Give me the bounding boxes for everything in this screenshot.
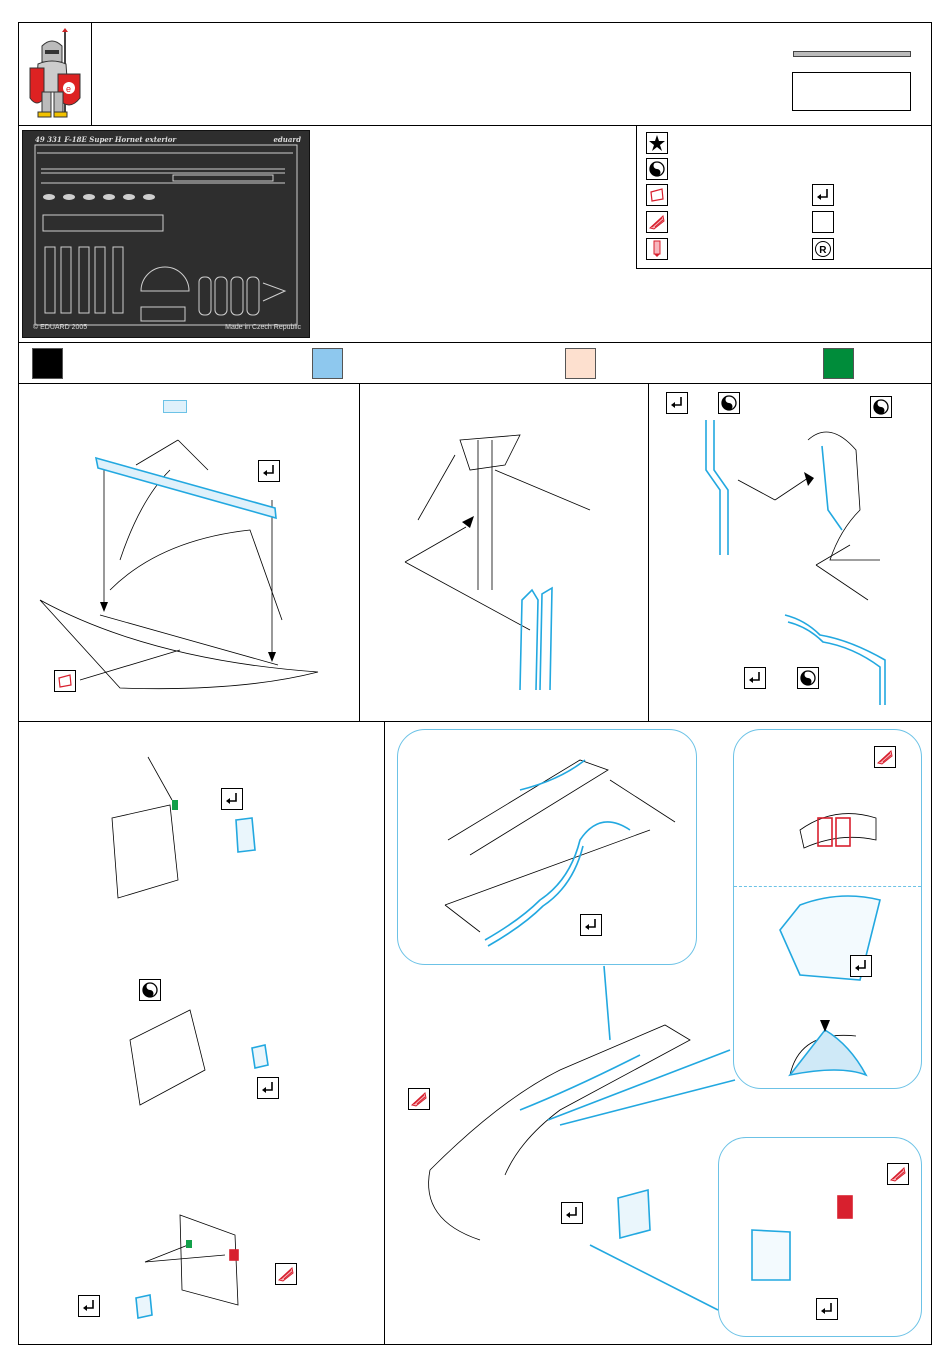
step4-cut-icon xyxy=(275,1263,297,1285)
step1-glue-icon xyxy=(258,460,280,482)
step4-glue-icon xyxy=(221,788,243,810)
step4-glue-icon-2 xyxy=(257,1077,279,1099)
step5-glue-icon xyxy=(580,914,602,936)
step5-cut-icon-3 xyxy=(887,1163,909,1185)
step3-fold-icon-3 xyxy=(797,667,819,689)
step3-glue-icon xyxy=(666,392,688,414)
step5-glue-icon-2 xyxy=(850,955,872,977)
step5-glue-icon-4 xyxy=(816,1298,838,1320)
step1-part-tag xyxy=(163,400,187,413)
step5-glue-icon-3 xyxy=(561,1202,583,1224)
step3-fold-icon xyxy=(718,392,740,414)
step5-cut-icon xyxy=(874,746,896,768)
step3-glue-icon-2 xyxy=(744,667,766,689)
step4-glue-icon-3 xyxy=(78,1295,100,1317)
step1-remove-icon xyxy=(54,670,76,692)
step3-fold-icon-2 xyxy=(870,396,892,418)
step4-fold-icon xyxy=(139,979,161,1001)
step5-cut-icon-2 xyxy=(408,1088,430,1110)
